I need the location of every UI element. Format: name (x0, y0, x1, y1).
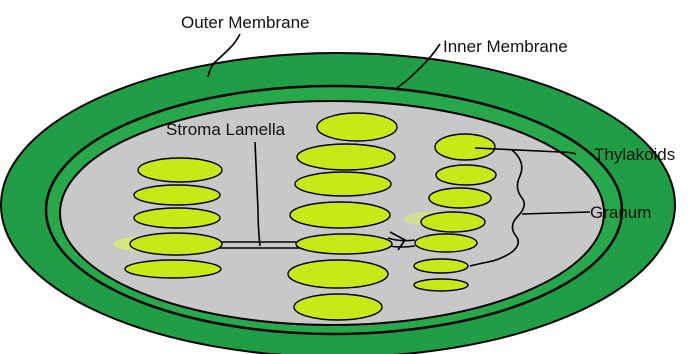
thylakoid (130, 233, 222, 255)
thylakoid (414, 279, 468, 291)
thylakoid (436, 165, 496, 185)
inner-membrane-label: Inner Membrane (443, 37, 568, 56)
thylakoid (435, 134, 495, 160)
thylakoid (295, 172, 391, 196)
thylakoid (290, 202, 390, 228)
thylakoid (421, 212, 485, 232)
thylakoid (125, 260, 221, 278)
thylakoid (134, 208, 220, 228)
thylakoid (429, 188, 491, 208)
thylakoid (317, 113, 397, 141)
outer-membrane-label: Outer Membrane (181, 13, 310, 32)
thylakoid (294, 294, 382, 320)
stroma-lamella-label: Stroma Lamella (166, 120, 286, 139)
granum-label: Granum (590, 203, 651, 222)
thylakoid (414, 259, 468, 273)
thylakoid (138, 158, 222, 182)
thylakoid (134, 185, 220, 205)
thylakoid (415, 234, 477, 252)
thylakoid (297, 144, 395, 170)
thylakoid (296, 234, 392, 254)
thylakoid (288, 260, 388, 288)
thylakoids-label: Thylakoids (594, 145, 675, 164)
